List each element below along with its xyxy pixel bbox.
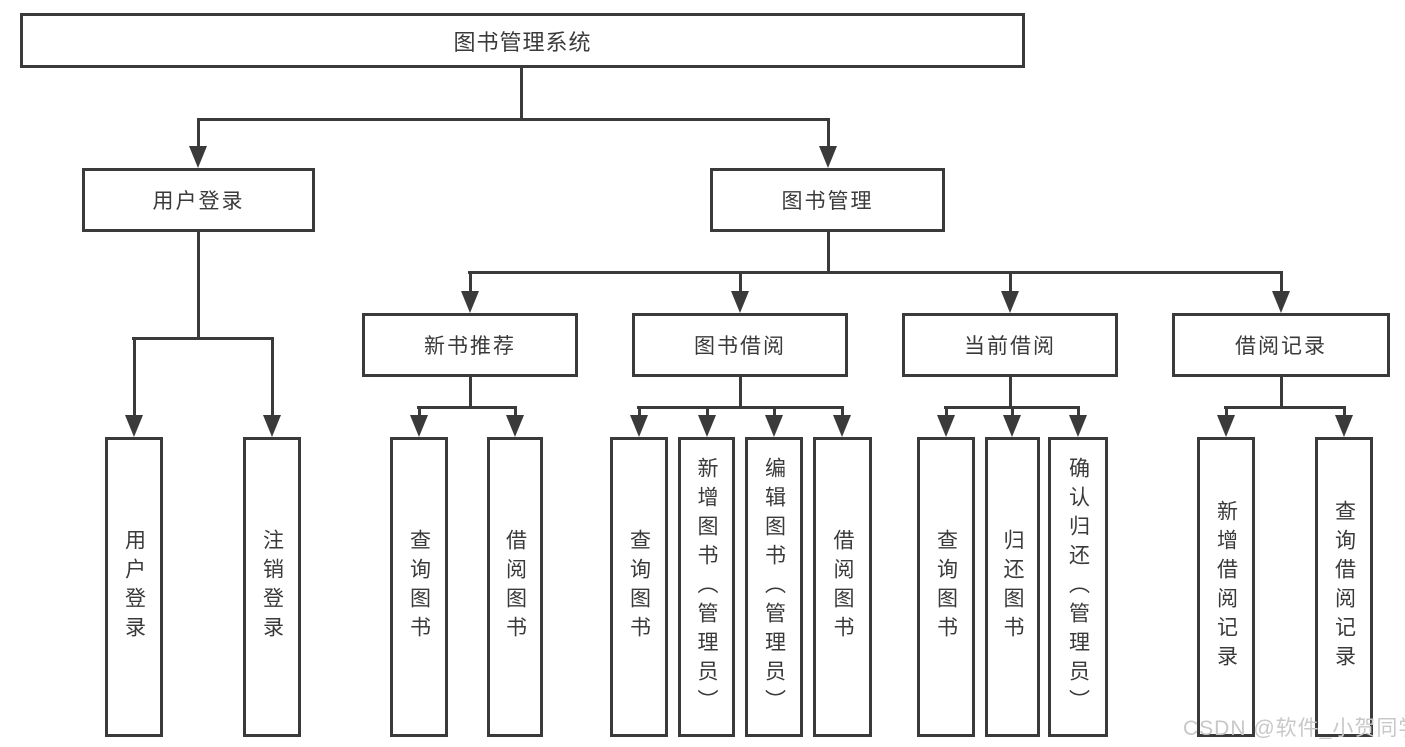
- leaf-add-book-admin-label: 新增图书（管理员）: [695, 456, 718, 718]
- arrow-down-icon: [1217, 415, 1235, 437]
- leaf-query-books-borrow: 查询图书: [610, 437, 668, 737]
- node-borrow-records-label: 借阅记录: [1235, 335, 1327, 358]
- leaf-add-borrow-record: 新增借阅记录: [1197, 437, 1255, 737]
- connector-line-v: [739, 272, 742, 293]
- connector-line-v: [1011, 406, 1014, 417]
- leaf-user-login-label: 用户登录: [122, 529, 146, 645]
- arrow-down-icon: [1003, 415, 1021, 437]
- connector-line-v: [1009, 272, 1012, 293]
- node-user-login: 用户登录: [82, 168, 315, 232]
- node-user-login-label: 用户登录: [152, 190, 245, 213]
- arrow-down-icon: [1069, 415, 1087, 437]
- leaf-query-borrow-record-label: 查询借阅记录: [1332, 500, 1356, 674]
- node-root-label: 图书管理系统: [453, 29, 592, 55]
- arrow-down-icon: [833, 415, 851, 437]
- leaf-query-books-borrow-label: 查询图书: [627, 529, 651, 645]
- leaf-query-books-current-label: 查询图书: [934, 529, 958, 645]
- arrow-down-icon: [1272, 291, 1290, 313]
- node-current-borrow: 当前借阅: [902, 313, 1118, 377]
- node-new-book-recommend-label: 新书推荐: [424, 335, 516, 358]
- leaf-add-book-admin: 新增图书（管理员）: [678, 437, 735, 737]
- node-new-book-recommend: 新书推荐: [362, 313, 578, 377]
- arrow-down-icon: [125, 415, 143, 437]
- leaf-confirm-return-admin-label: 确认归还（管理员）: [1066, 456, 1090, 718]
- leaf-user-login: 用户登录: [105, 437, 163, 737]
- connector-line-h: [468, 271, 1283, 274]
- leaf-logout-label: 注销登录: [260, 529, 284, 645]
- connector-line-h: [132, 337, 274, 340]
- connector-line-v: [469, 272, 472, 293]
- connector-line-v: [271, 337, 274, 417]
- connector-line-v: [520, 66, 523, 120]
- leaf-confirm-return-admin: 确认归还（管理员）: [1048, 437, 1108, 737]
- arrow-down-icon: [731, 291, 749, 313]
- leaf-return-books-label: 归还图书: [1001, 529, 1024, 645]
- connector-line-h: [1224, 406, 1346, 409]
- connector-line-v: [469, 375, 472, 407]
- connector-line-v: [638, 406, 641, 417]
- connector-line-v: [827, 230, 830, 273]
- leaf-query-books-recommend-label: 查询图书: [407, 529, 431, 645]
- leaf-query-books-recommend: 查询图书: [390, 437, 448, 737]
- connector-line-h: [637, 406, 844, 409]
- connector-line-v: [514, 406, 517, 417]
- node-book-borrow-label: 图书借阅: [694, 335, 786, 358]
- leaf-borrow-books-recommend-label: 借阅图书: [503, 529, 527, 645]
- leaf-borrow-books-label: 借阅图书: [831, 529, 854, 645]
- connector-line-v: [418, 406, 421, 417]
- node-current-borrow-label: 当前借阅: [964, 335, 1056, 358]
- leaf-return-books: 归还图书: [985, 437, 1040, 737]
- connector-line-v: [827, 118, 830, 148]
- connector-line-v: [133, 337, 136, 417]
- connector-line-h: [417, 406, 517, 409]
- arrow-down-icon: [765, 415, 783, 437]
- node-book-management-label: 图书管理: [781, 190, 874, 213]
- connector-line-v: [1077, 406, 1080, 417]
- connector-line-v: [739, 375, 742, 407]
- arrow-down-icon: [1001, 291, 1019, 313]
- arrow-down-icon: [937, 415, 955, 437]
- leaf-edit-book-admin: 编辑图书（管理员）: [745, 437, 803, 737]
- node-root: 图书管理系统: [20, 13, 1025, 68]
- arrow-down-icon: [263, 415, 281, 437]
- node-book-management: 图书管理: [710, 168, 945, 232]
- leaf-logout: 注销登录: [243, 437, 301, 737]
- connector-line-v: [197, 230, 200, 339]
- leaf-edit-book-admin-label: 编辑图书（管理员）: [762, 456, 786, 718]
- connector-line-v: [197, 118, 200, 148]
- connector-line-h: [197, 118, 830, 121]
- arrow-down-icon: [1335, 415, 1353, 437]
- arrow-down-icon: [819, 146, 837, 168]
- connector-line-v: [841, 406, 844, 417]
- arrow-down-icon: [698, 415, 716, 437]
- arrow-down-icon: [189, 146, 207, 168]
- node-book-borrow: 图书借阅: [632, 313, 848, 377]
- connector-line-v: [1225, 406, 1228, 417]
- connector-line-v: [706, 406, 709, 417]
- arrow-down-icon: [630, 415, 648, 437]
- connector-line-v: [945, 406, 948, 417]
- connector-line-v: [1343, 406, 1346, 417]
- arrow-down-icon: [461, 291, 479, 313]
- leaf-add-borrow-record-label: 新增借阅记录: [1214, 500, 1238, 674]
- arrow-down-icon: [410, 415, 428, 437]
- leaf-query-borrow-record: 查询借阅记录: [1315, 437, 1373, 737]
- watermark: CSDN @软件_小贺同学: [1183, 717, 1405, 740]
- leaf-borrow-books-recommend: 借阅图书: [487, 437, 543, 737]
- connector-line-v: [1280, 375, 1283, 407]
- connector-line-v: [1009, 375, 1012, 407]
- node-borrow-records: 借阅记录: [1172, 313, 1390, 377]
- connector-line-v: [1280, 272, 1283, 293]
- connector-line-v: [773, 406, 776, 417]
- arrow-down-icon: [506, 415, 524, 437]
- leaf-query-books-current: 查询图书: [917, 437, 975, 737]
- leaf-borrow-books: 借阅图书: [813, 437, 872, 737]
